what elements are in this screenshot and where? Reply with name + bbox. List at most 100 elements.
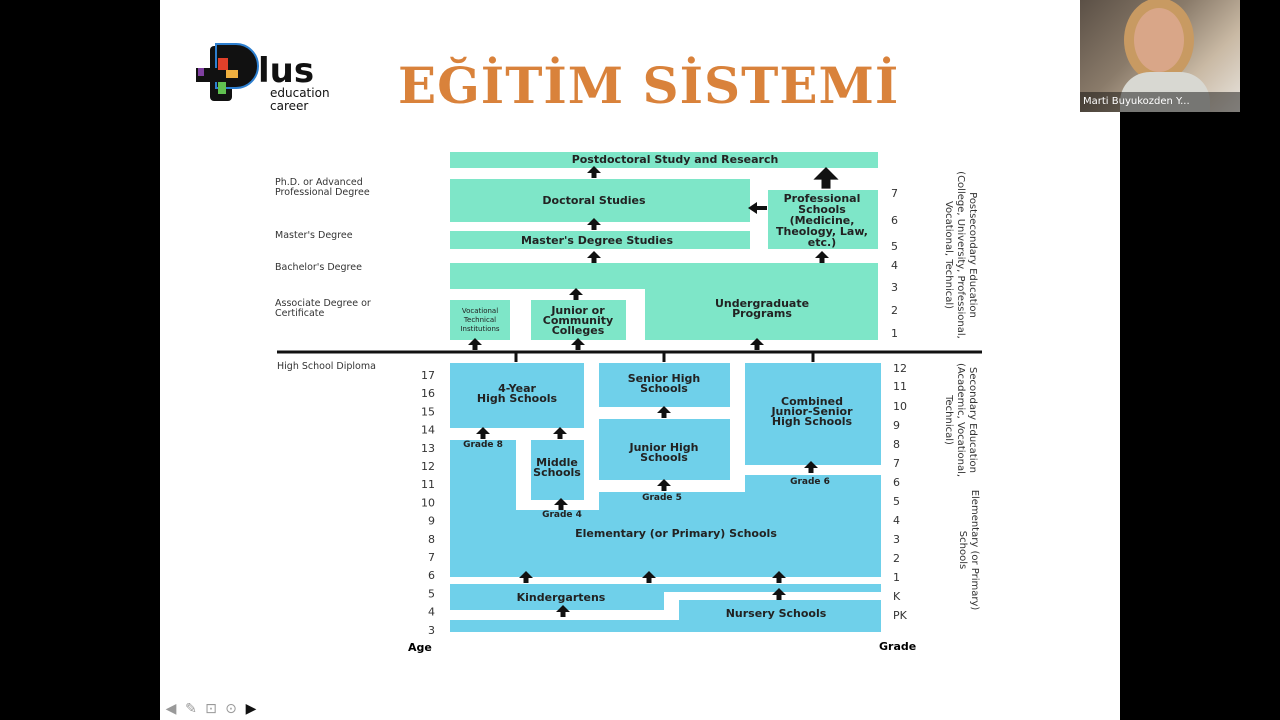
middle-box <box>531 440 584 500</box>
grade-axis-label: Grade <box>879 640 916 653</box>
postdoc-box <box>450 152 878 168</box>
post-year-label: 6 <box>891 214 898 227</box>
kindergarten-box <box>450 584 881 610</box>
up-arrow-icon <box>657 479 671 491</box>
diagram-label: Community <box>543 314 613 327</box>
logo-line2: career <box>270 99 308 113</box>
age-axis-label: Age <box>408 641 432 654</box>
participant-face <box>1134 8 1184 72</box>
diagram-label: Schools <box>798 203 846 216</box>
diagram-label: Undergraduate <box>715 297 809 310</box>
up-arrow-icon <box>476 427 490 439</box>
diagram-label: Schools <box>533 466 581 479</box>
diagram-label: Colleges <box>552 324 605 337</box>
diagram-label: Grade 6 <box>790 477 830 487</box>
next-icon[interactable]: ▶ <box>245 701 257 717</box>
grade-label: PK <box>893 609 908 622</box>
diagram-label: Master's Degree <box>275 230 353 241</box>
grade-label: 4 <box>893 514 900 527</box>
up-arrow-icon <box>815 251 829 263</box>
senior-high-box <box>599 363 730 407</box>
age-label: 16 <box>421 387 435 400</box>
junior-high-box <box>599 419 730 480</box>
diagram-label: Elementary (or Primary) <box>969 490 980 611</box>
diagram-label: High Schools <box>477 392 558 405</box>
grade-label: 10 <box>893 400 907 413</box>
diagram-label: Secondary Education <box>967 367 978 473</box>
diagram-label: Programs <box>732 307 792 320</box>
up-arrow-icon <box>642 571 656 583</box>
more-icon[interactable]: ⊙ <box>225 701 237 717</box>
diagram-label: Technical <box>463 316 496 324</box>
up-arrow-icon <box>587 251 601 263</box>
diagram-label: (Medicine, <box>790 214 855 227</box>
grade-label: 7 <box>893 457 900 470</box>
vocational-box <box>450 300 510 340</box>
age-label: 13 <box>421 442 435 455</box>
four-year-box <box>450 363 584 428</box>
age-label: 8 <box>428 533 435 546</box>
nursery-label: Nursery Schools <box>726 607 827 620</box>
diagram-label: Middle <box>536 456 578 469</box>
up-arrow-icon <box>569 288 583 300</box>
diagram-label: Professional Degree <box>275 187 370 198</box>
up-arrow-icon <box>813 167 839 189</box>
diagram-label: Vocational, Technical) <box>943 201 954 309</box>
logo-line1: education <box>270 86 330 100</box>
slide-toolbar: ◀ ✎ ⊡ ⊙ ▶ <box>163 701 259 717</box>
masters-label: Master's Degree Studies <box>521 234 674 247</box>
post-year-label: 2 <box>891 304 898 317</box>
diagram-label: Junior or <box>550 304 605 317</box>
diagram-label: Schools <box>640 451 688 464</box>
grade-label: 1 <box>893 571 900 584</box>
diagram-label: Ph.D. or Advanced <box>275 177 363 188</box>
diagram-label: Grade 5 <box>642 493 682 503</box>
age-label: 10 <box>421 496 435 509</box>
diagram-label: Schools <box>640 382 688 395</box>
age-label: 7 <box>428 551 435 564</box>
postdoc-label: Postdoctoral Study and Research <box>572 153 779 166</box>
grade-label: 11 <box>893 380 907 393</box>
grade-label: 5 <box>893 495 900 508</box>
grade-label: 8 <box>893 438 900 451</box>
diagram-label: Combined <box>781 395 843 408</box>
diagram-label: Postsecondary Education <box>967 192 978 318</box>
participant-name: Marti Buyukozden Y... <box>1080 92 1240 112</box>
doctoral-box <box>450 179 750 222</box>
logo-word: lus <box>258 51 314 91</box>
junior-college-box <box>531 300 626 340</box>
diagram-label: (College, University, Professional, <box>955 171 966 339</box>
up-arrow-icon <box>587 166 601 178</box>
up-arrow-icon <box>519 571 533 583</box>
up-arrow-icon <box>657 406 671 418</box>
grade-label: 3 <box>893 533 900 546</box>
up-arrow-icon <box>571 338 585 350</box>
diagram-label: Junior High <box>628 441 698 454</box>
up-arrow-icon <box>468 338 482 350</box>
age-label: 12 <box>421 460 435 473</box>
diagram-label: High School Diploma <box>277 361 376 372</box>
age-label: 5 <box>428 587 435 600</box>
elementary-label: Elementary (or Primary) Schools <box>575 527 777 540</box>
post-year-label: 4 <box>891 259 898 272</box>
grade-label: 12 <box>893 362 907 375</box>
participant-video[interactable]: Marti Buyukozden Y... <box>1080 0 1240 112</box>
slides-icon[interactable]: ⊡ <box>205 701 217 717</box>
diagram-label: (Academic, Vocational, <box>955 363 966 477</box>
masters-box <box>450 231 750 249</box>
previous-icon[interactable]: ◀ <box>165 701 177 717</box>
diagram-label: etc.) <box>808 236 836 249</box>
age-label: 3 <box>428 624 435 637</box>
pen-icon[interactable]: ✎ <box>185 701 197 717</box>
diagram-label: High Schools <box>772 415 853 428</box>
nursery-box <box>450 600 881 632</box>
left-arrow-icon <box>748 202 767 214</box>
slide-title: EĞİTİM SİSTEMİ <box>398 56 900 115</box>
up-arrow-icon <box>553 427 567 439</box>
diagram-label: Grade 8 <box>463 440 503 450</box>
elementary-box <box>450 440 881 577</box>
diagram-label: Institutions <box>460 325 499 333</box>
post-year-label: 7 <box>891 187 898 200</box>
age-label: 15 <box>421 405 435 418</box>
